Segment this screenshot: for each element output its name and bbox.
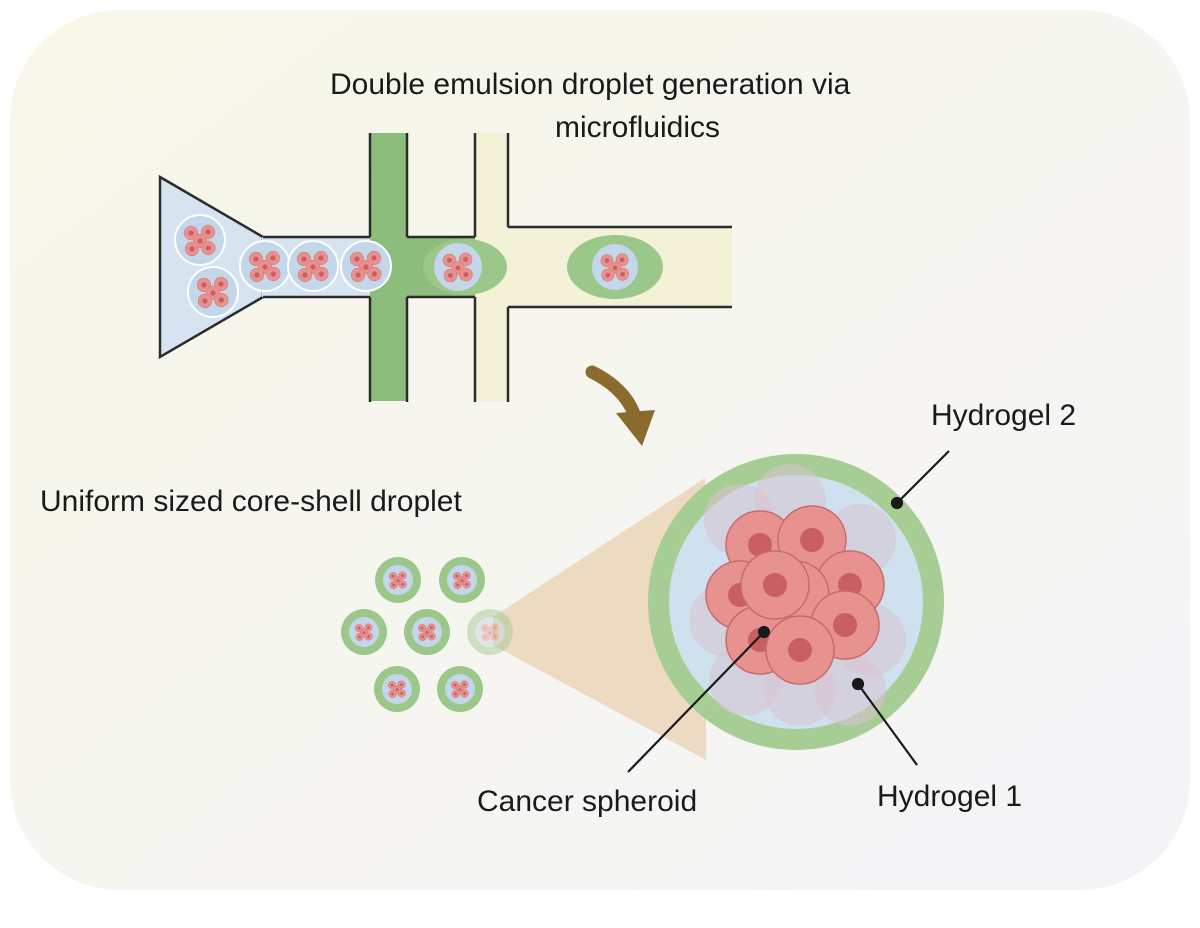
droplet-cluster [341, 557, 513, 712]
small-core-shell-droplet [341, 609, 387, 655]
forming-shell-droplet [423, 239, 507, 295]
small-core-shell-droplet [437, 666, 483, 712]
small-core-shell-droplet [374, 666, 420, 712]
magnified-droplet [648, 454, 944, 750]
cancer-spheroid [689, 464, 906, 726]
hydrogel2-leader [896, 450, 950, 504]
cancer-leader [627, 631, 765, 773]
core-droplet [174, 214, 226, 266]
process-arrow [585, 365, 655, 446]
shell-droplet [567, 235, 663, 299]
diagram-title-line1: Double emulsion droplet generation via [330, 68, 851, 101]
small-core-shell-droplet [439, 557, 485, 603]
microfluidic-chip [158, 133, 732, 402]
magnification-cone [493, 478, 706, 760]
cancer-spheroid-label: Cancer spheroid [477, 785, 698, 818]
small-core-shell-droplet [404, 609, 450, 655]
core-droplet [187, 266, 239, 318]
uniform-droplet-label: Uniform sized core-shell droplet [40, 485, 462, 518]
hydrogel2-label: Hydrogel 2 [931, 399, 1077, 432]
small-core-shell-droplet [375, 557, 421, 603]
core-droplet [340, 240, 392, 292]
hydrogel1-label: Hydrogel 1 [877, 780, 1023, 813]
core-droplet [239, 240, 291, 292]
diagram-title-line2: microfluidics [555, 111, 721, 144]
hydrogel1-leader [857, 683, 918, 766]
small-core-shell-droplet [467, 609, 513, 655]
core-droplet [287, 240, 339, 292]
